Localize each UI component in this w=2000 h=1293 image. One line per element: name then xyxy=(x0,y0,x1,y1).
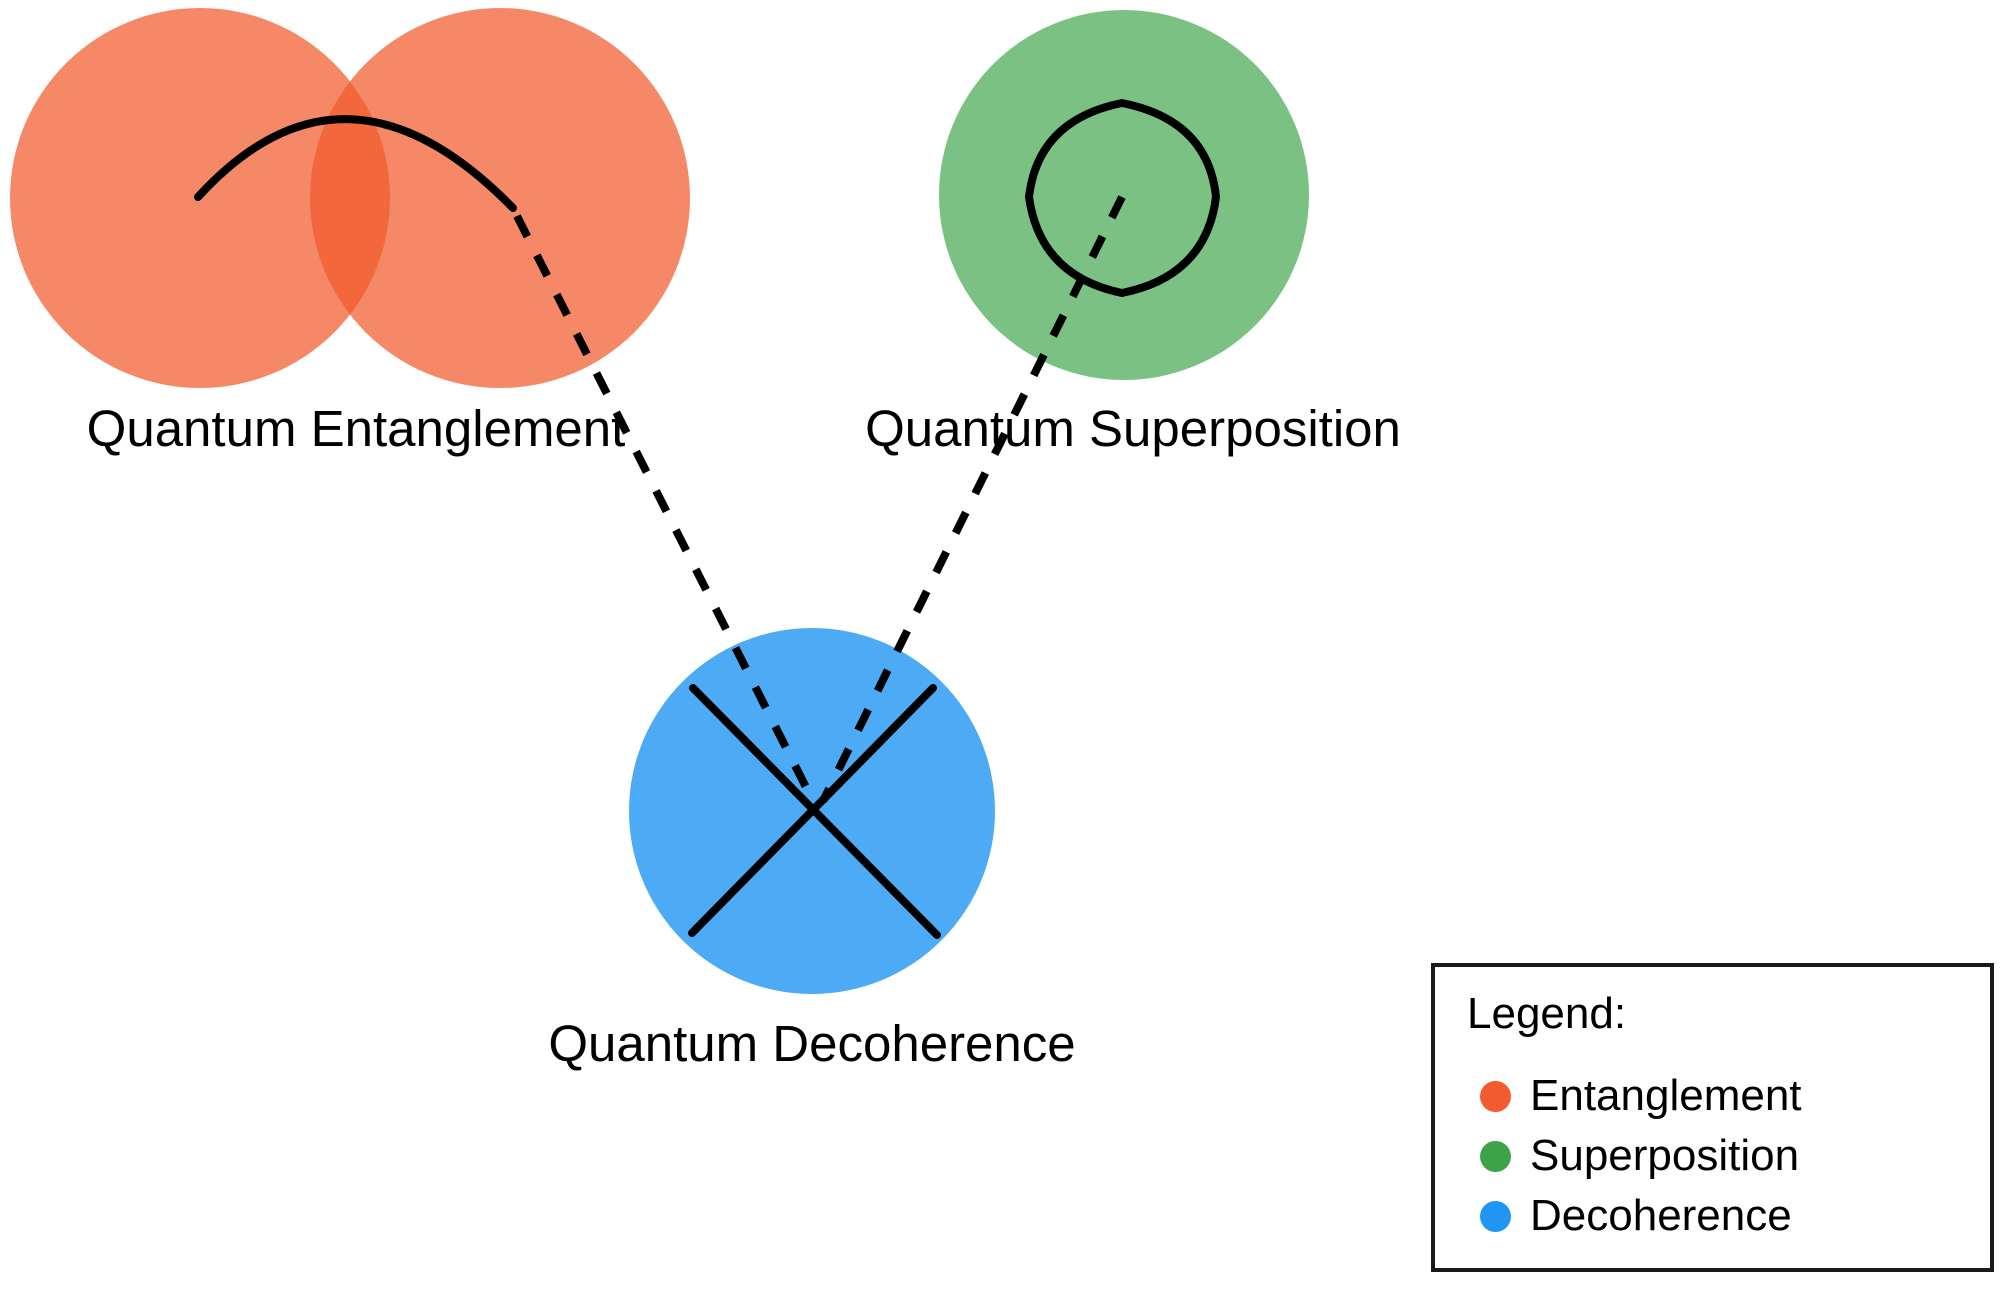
entanglement-node xyxy=(10,8,690,388)
decoherence-color-dot-icon xyxy=(1480,1200,1511,1232)
superposition-diamond-glyph xyxy=(1024,98,1221,298)
superposition-color-dot-icon xyxy=(1480,1140,1511,1172)
legend-items: Entanglement Superposition Decoherence xyxy=(1480,1074,1802,1238)
entanglement-arc-glyph xyxy=(194,115,517,212)
superposition-node xyxy=(939,10,1309,380)
decoherence-label: Quantum Decoherence xyxy=(548,1015,1075,1072)
legend-item-label: Entanglement xyxy=(1530,1071,1802,1120)
legend-item-label: Decoherence xyxy=(1530,1191,1792,1240)
legend-box: Legend: Entanglement Superposition Decoh… xyxy=(1431,963,1994,1272)
entanglement-label: Quantum Entanglement xyxy=(87,400,626,457)
legend-title: Legend: xyxy=(1467,989,1627,1038)
superposition-label: Quantum Superposition xyxy=(865,400,1401,457)
legend-item-decoherence: Decoherence xyxy=(1480,1194,1802,1238)
legend-item-entanglement: Entanglement xyxy=(1480,1074,1802,1118)
superposition-circle xyxy=(939,10,1309,380)
legend-item-superposition: Superposition xyxy=(1480,1134,1802,1178)
decoherence-cross-line-2 xyxy=(688,684,937,937)
entanglement-color-dot-icon xyxy=(1480,1080,1511,1112)
edge-entanglement-to-decoherence xyxy=(513,214,817,803)
legend-item-label: Superposition xyxy=(1530,1131,1800,1180)
decoherence-node xyxy=(629,628,995,994)
